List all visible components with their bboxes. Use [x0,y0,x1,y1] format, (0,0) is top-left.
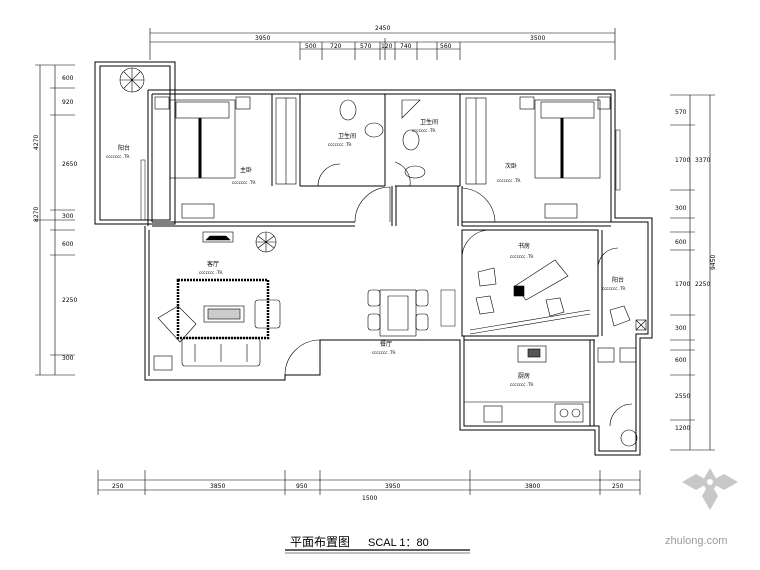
dim-bottom: 3850 [210,483,225,490]
dim-bottom-total: 1500 [362,495,377,502]
dim-right: 300 [675,205,687,212]
dim-top-sub: 500 [305,43,317,50]
dim-right: 600 [675,357,687,364]
dim-left: 2650 [62,161,77,168]
dim-left: 600 [62,75,74,82]
dim-right: 2250 [695,281,710,288]
room-sub: ccccccc .T9. [106,154,130,159]
dim-right: 3370 [695,157,710,164]
dim-left-outer: 8270 [33,207,40,222]
master-bed [169,99,236,179]
dim-left: 300 [62,355,74,362]
room-balcony-left: 阳台 [118,144,130,152]
drawing-caption: 平面布置图 SCAL 1：80 [290,533,429,550]
walls [94,61,653,456]
dim-top-sub: 720 [330,43,342,50]
room-living: 客厅 [207,260,219,268]
room-sub: ccccccc .T9. [199,270,223,275]
room-labels: 阳台 ccccccc .T9. 主卧 ccccccc .T9. 卫生间 cccc… [106,118,626,387]
dim-top-sub: 740 [400,43,412,50]
room-sub: ccccccc .T9. [602,286,626,291]
dim-top-sub: 120 [381,43,393,50]
dim-top-sub: 560 [440,43,452,50]
dim-right: 1700 [675,281,690,288]
room-study: 书房 [518,242,530,250]
sofa [181,337,261,367]
dimension-labels: 2450 3950 3500 500 720 570 120 740 560 2… [33,25,717,502]
dim-left: 920 [62,99,74,106]
room-second-bedroom: 次卧 [505,162,517,170]
room-bathroom-1: 卫生间 [338,132,356,140]
room-sub: ccccccc .T9. [372,350,396,355]
dim-left: 600 [62,241,74,248]
furniture [119,67,647,447]
dim-top-total: 2450 [375,25,390,32]
room-sub: ccccccc .T9. [232,180,256,185]
dim-bottom: 250 [112,483,124,490]
dim-top-sub: 570 [360,43,372,50]
dimension-lines [35,28,715,495]
room-sub: ccccccc .T9. [328,142,352,147]
lounge-chair [157,305,197,343]
dim-left: 2250 [62,297,77,304]
room-sub: ccccccc .T9. [510,382,534,387]
tv-cabinet [202,231,234,243]
dim-right-outer: 9450 [710,255,717,270]
door-swings [284,161,633,427]
room-dining: 餐厅 [380,340,392,348]
dining-table [379,289,417,337]
room-kitchen: 厨房 [518,372,530,380]
dim-top-left: 3950 [255,35,270,42]
stove [554,403,584,423]
room-bathroom-2: 卫生间 [420,118,438,126]
dim-right: 1200 [675,425,690,432]
armchair [254,299,281,329]
dim-left: 300 [62,213,74,220]
dim-bottom: 250 [612,483,624,490]
dim-right: 600 [675,239,687,246]
dim-bottom: 3950 [385,483,400,490]
watermark-logo [682,468,738,510]
coffee-table [203,305,245,323]
room-master-bedroom: 主卧 [240,166,252,174]
room-sub: ccccccc .T9. [510,254,534,259]
room-balcony-right: 阳台 [612,276,624,284]
dim-right: 570 [675,109,687,116]
dim-right: 300 [675,325,687,332]
dim-bottom: 3800 [525,483,540,490]
dim-right: 1700 [675,157,690,164]
dim-right: 2550 [675,393,690,400]
dim-top-right: 3500 [530,35,545,42]
dim-left-outer: 4270 [33,135,40,150]
dim-bottom: 950 [296,483,308,490]
drawing-scale: SCAL 1：80 [368,537,429,549]
second-bed [534,99,601,179]
drawing-title: 平面布置图 [290,535,351,549]
room-sub: ccccccc .T9. [412,128,436,133]
room-sub: ccccccc .T9. [497,178,521,183]
fridge [517,345,547,363]
watermark-text: zhulong.com [665,535,728,547]
windows [140,129,621,327]
